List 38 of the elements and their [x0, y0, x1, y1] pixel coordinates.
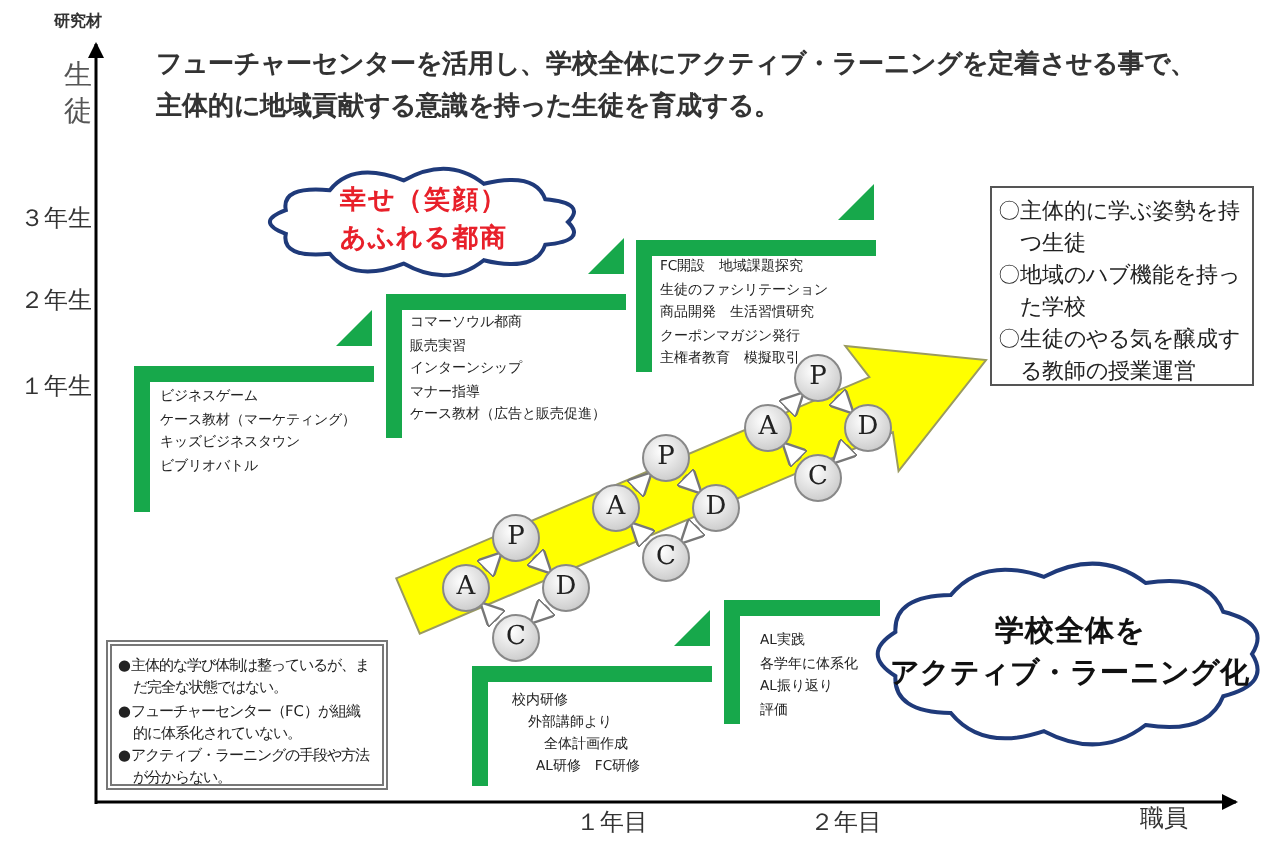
goal-box — [990, 186, 1254, 386]
issue-box — [106, 640, 388, 790]
cycle-arrow — [628, 520, 657, 549]
tick-label: １年目 — [576, 810, 648, 838]
cycle-arrow — [827, 387, 856, 416]
cycle-arrow — [675, 467, 704, 496]
cycle-arrow — [830, 437, 859, 466]
pdca-circle: C — [492, 614, 540, 662]
axis-label: 研究材 — [54, 12, 102, 31]
pdca-circle: P — [794, 354, 842, 402]
cycle-arrow — [780, 440, 809, 469]
tick-label: ２年生 — [20, 288, 92, 316]
tick-label: １年生 — [20, 374, 92, 402]
goal-item: 〇生徒のやる気を醸成する教師の授業運営 — [998, 324, 1242, 388]
pdca-circle: D — [542, 564, 590, 612]
cycle-arrow — [475, 550, 504, 579]
cloud-text: 学校全体を — [993, 613, 1147, 652]
goal-item: 〇主体的に学ぶ姿勢を持つ生徒 — [998, 196, 1242, 260]
cycle-arrow — [525, 547, 554, 576]
pdca-circle: P — [642, 434, 690, 482]
cycle-arrow — [625, 470, 654, 499]
cycle-arrow — [678, 517, 707, 546]
cycle-arrow — [528, 597, 557, 626]
goal-item: 〇地域のハブ機能を持った学校 — [998, 260, 1242, 324]
axis-label: 職員 — [1140, 806, 1188, 834]
pdca-circle: C — [642, 534, 690, 582]
tick-label: ２年目 — [810, 810, 882, 838]
title: フューチャーセンターを活用し、学校全体にアクティブ・ラーニングを定着させる事で、主体的に地域貢献する意識を持った生徒を育成する。 — [156, 47, 1198, 126]
cycle-arrow — [777, 390, 806, 419]
cycle-arrow — [478, 600, 507, 629]
thought-cloud — [876, 564, 1264, 744]
thought-cloud — [268, 168, 580, 276]
cloud-text: アクティブ・ラーニング化 — [888, 655, 1252, 694]
tick-label: ３年生 — [20, 206, 92, 234]
axis-label: 生徒 — [64, 60, 92, 130]
cloud-text: 幸せ（笑顔）あふれる都商 — [338, 184, 510, 258]
pdca-circle: P — [492, 514, 540, 562]
pdca-circle: C — [794, 454, 842, 502]
